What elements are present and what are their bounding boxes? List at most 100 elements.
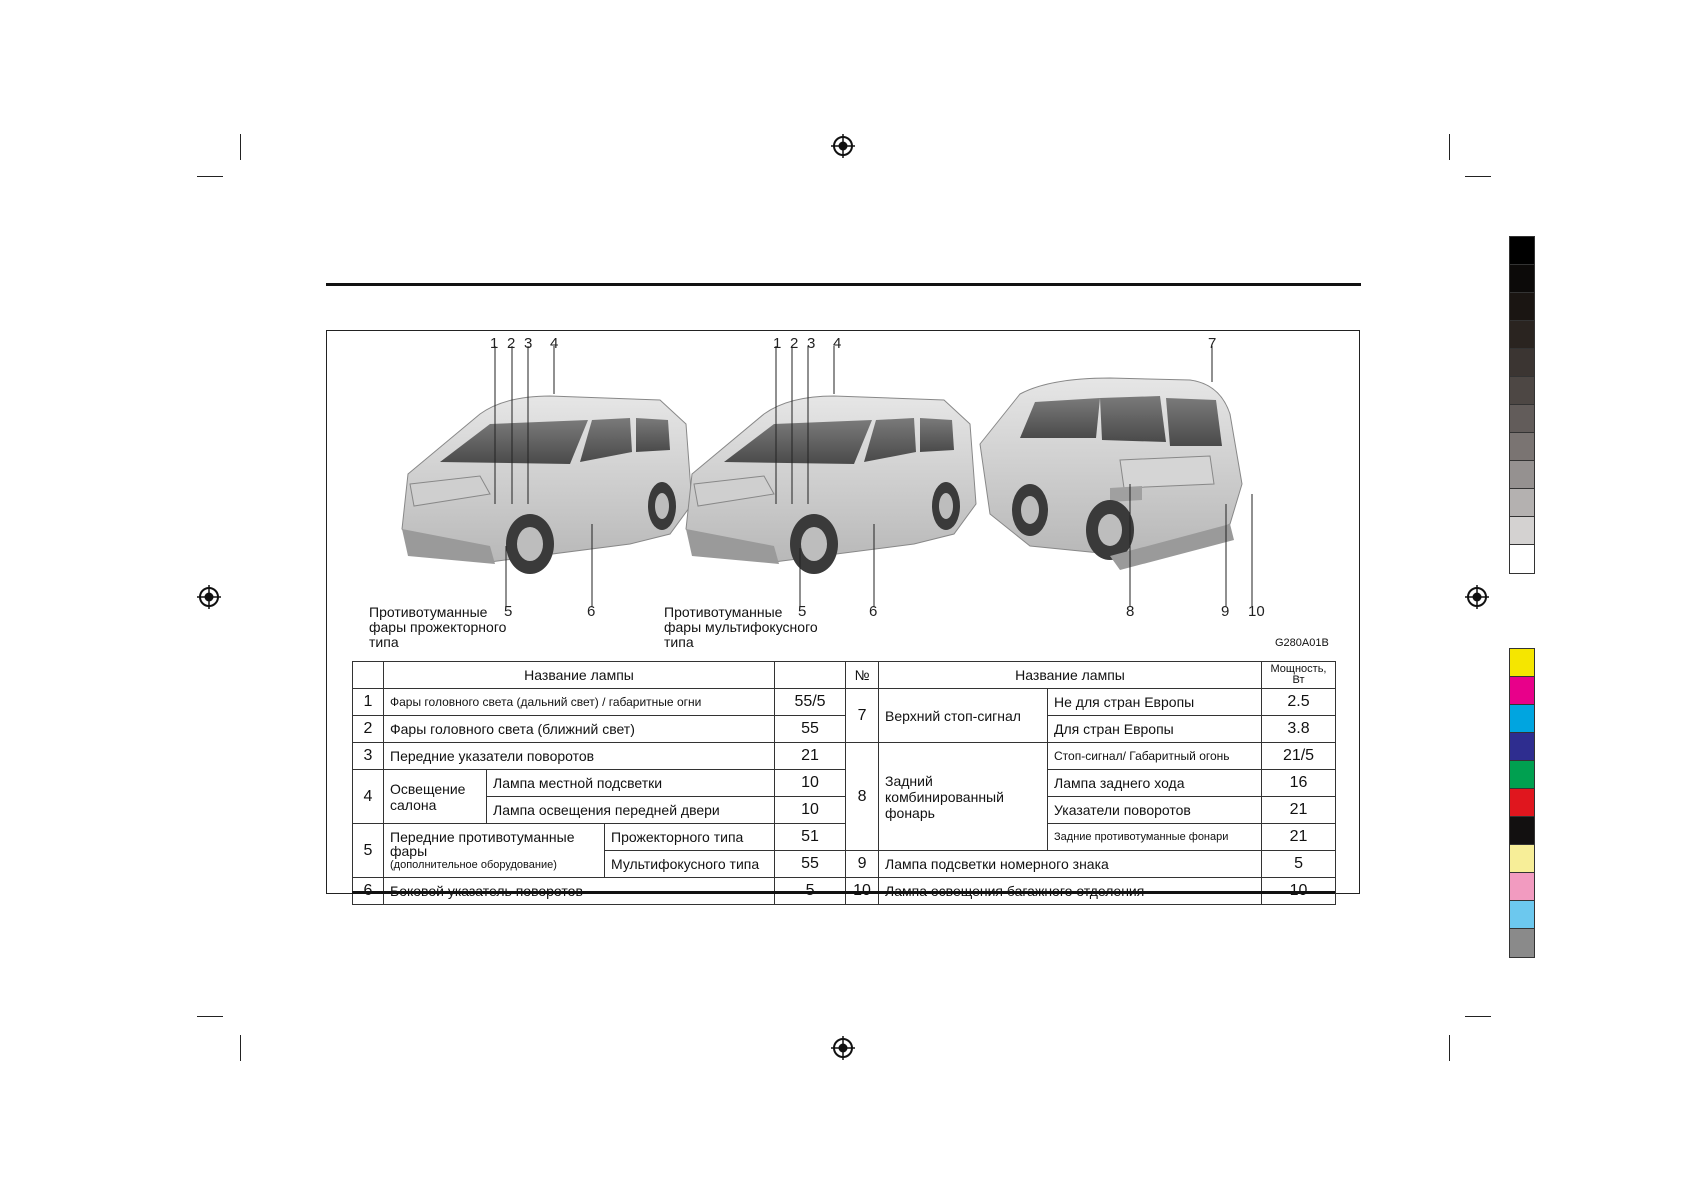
caption-line: Противотуманные [369,604,488,620]
caption-line: фары мультифокусного [664,619,818,635]
caption-line: типа [369,634,399,650]
table-cell: Фары головного света (ближний свет) [382,715,776,743]
table-cell: 3.8 [1261,715,1337,743]
caption-line: Противотуманные [664,604,783,620]
table-cell: Лампа заднего хода [1047,769,1263,797]
table-cell: 21 [1261,796,1337,824]
table-cell: 51 [774,823,847,851]
crop-mark [197,176,223,177]
table-cell: Лампа подсветки номерного знака [878,850,1263,878]
table-cell: 1 [352,688,384,716]
color-swatch [1510,405,1534,433]
color-swatch [1510,461,1534,489]
table-header-cell: № [845,661,880,689]
color-swatch [1510,677,1534,705]
lamp-specs-table: Название лампы № Название лампы Мощность… [352,661,1337,905]
grayscale-color-bar [1509,236,1535,574]
callout-number: 5 [504,603,513,620]
color-swatch [1510,321,1534,349]
callout-number: 1 [773,335,782,352]
table-cell: 55 [774,715,847,743]
table-cell: 5 [1261,850,1337,878]
color-swatch [1510,901,1534,929]
table-cell: Прожекторного типа [603,823,776,851]
table-row: 1 Фары головного света (дальний свет) / … [352,688,1337,743]
crop-mark [1465,176,1491,177]
table-cell: Фары головного света (дальний свет) / га… [382,688,776,716]
table-cell: Лампа местной подсветки [485,769,776,797]
front-car-multifocus [685,395,977,574]
car-illustration [401,346,1253,606]
registration-mark-icon [1465,585,1489,609]
callout-number: 9 [1221,603,1230,620]
table-cell: 3 [352,742,384,770]
color-swatch [1510,817,1534,845]
crop-mark [1449,1035,1450,1061]
callout-number: 6 [587,603,596,620]
color-swatch [1510,761,1534,789]
table-cell: Лампа освещения передней двери [485,796,776,824]
table-cell: 55/5 [774,688,847,716]
table-header-cell: Мощность, Вт [1261,661,1337,689]
table-cell: Мультифокусного типа [603,850,776,878]
table-cell: 7 [845,688,880,743]
crop-mark [240,1035,241,1061]
rear-car [979,377,1243,570]
table-cell: Не для стран Европы [1047,688,1263,716]
color-swatch [1510,873,1534,901]
table-row: 4 Освещение салона Лампа местной подсвет… [352,769,1337,824]
registration-mark-icon [831,134,855,158]
crop-mark [197,1016,223,1017]
table-header-cell: Название лампы [382,661,776,689]
table-bottom-rule [352,891,1335,894]
registration-mark-icon [831,1036,855,1060]
color-swatch [1510,545,1534,573]
table-cell: Задние противотуманные фонари [1047,823,1263,851]
callout-number: 1 [490,335,499,352]
table-cell: Передние указатели поворотов [382,742,776,770]
color-swatch [1510,733,1534,761]
table-row: Лампа освещения передней двери 10 Указат… [353,796,1337,824]
table-header-cell [774,661,847,689]
table-cell: 21/5 [1261,742,1337,770]
header-rule [326,283,1361,286]
table-row: 2 Фары головного света (ближний свет) 55… [352,715,1337,743]
process-color-bar [1509,648,1535,958]
table-cell: 10 [774,769,847,797]
table-cell: 9 [845,850,880,878]
table-cell: Указатели поворотов [1047,796,1263,824]
color-swatch [1510,349,1534,377]
color-swatch [1510,265,1534,293]
callout-number: 7 [1208,335,1217,352]
table-cell: 2 [352,715,384,743]
color-swatch [1510,517,1534,545]
callout-number: 4 [550,335,559,352]
figure-code: G280A01B [1275,637,1329,649]
table-header-cell: Название лампы [878,661,1263,689]
callout-number: 2 [790,335,799,352]
fog-lamp-group-note: (дополнительное оборудование) [390,858,557,871]
registration-mark-icon [197,585,221,609]
table-row: Мультифокусного типа 55 9 Лампа подсветк… [353,850,1337,878]
callout-number: 8 [1126,603,1135,620]
table-cell: 4 [352,769,384,824]
table-cell: Стоп-сигнал/ Габаритный огонь [1047,742,1263,770]
callout-number: 5 [798,603,807,620]
table-cell: 16 [1261,769,1337,797]
crop-mark [240,134,241,160]
table-cell: 55 [774,850,847,878]
color-swatch [1510,433,1534,461]
table-row: 5 Передние противотуманные фары (дополни… [352,823,1337,878]
table-cell: 2.5 [1261,688,1337,716]
callout-number: 2 [507,335,516,352]
callout-number: 3 [807,335,816,352]
table-cell: 10 [774,796,847,824]
table-cell: 21 [1261,823,1337,851]
color-swatch [1510,789,1534,817]
caption-multifocus-fog: Противотуманные фары мультифокусного тип… [664,605,818,650]
table-cell: Верхний стоп-сигнал [878,688,1049,743]
color-swatch [1510,237,1534,265]
table-row: 3 Передние указатели поворотов 21 8 Задн… [352,742,1337,851]
table-header-cell [352,661,384,689]
table-cell: 8 [845,742,880,851]
